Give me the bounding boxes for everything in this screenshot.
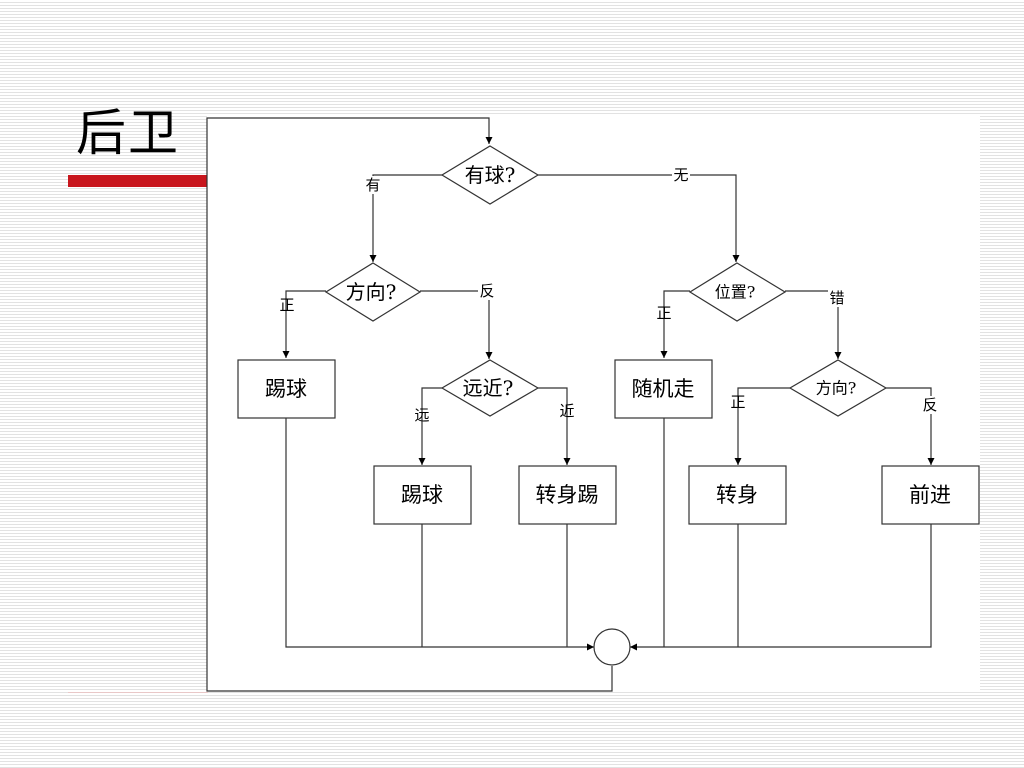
process-turn-kick: [518, 465, 617, 525]
flow-nodes: [237, 145, 980, 525]
label-advance: 前进: [909, 483, 951, 507]
edge-none-to-position: [538, 174, 740, 262]
merge-junction: [593, 628, 631, 666]
edge-kick1-to-junction: [285, 418, 594, 651]
edge-pos-correct-to-random: [660, 290, 690, 358]
edge-label-far: 远: [414, 406, 429, 424]
slide-title: 后卫: [76, 104, 180, 162]
process-random-walk: [614, 359, 713, 419]
edge-near-to-turn-kick: [538, 387, 571, 465]
process-turn: [688, 465, 787, 525]
label-position: 位置?: [715, 283, 756, 302]
label-direction-1: 方向?: [346, 280, 397, 304]
edge-label-pos-correct: 正: [656, 304, 671, 322]
edge-label-dir1-reverse: 反: [479, 282, 494, 300]
edge-dir2-reverse-to-advance: [886, 387, 935, 465]
label-direction-2: 方向?: [816, 379, 857, 398]
edge-label-dir2-reverse: 反: [922, 396, 937, 414]
edge-label-backgrounds: [364, 166, 939, 414]
label-has-ball: 有球?: [465, 163, 516, 187]
edge-label-none: 无: [673, 166, 688, 184]
label-turn: 转身: [716, 483, 758, 507]
edge-label-has: 有: [365, 176, 380, 194]
label-kick-1: 踢球: [265, 377, 307, 401]
label-kick-2: 踢球: [401, 483, 443, 507]
edge-far-to-kick: [418, 387, 442, 465]
edge-loop-to-start: [206, 117, 613, 692]
edge-label-dir2-forward: 正: [730, 393, 745, 411]
decision-position: [688, 262, 787, 322]
decision-direction-1: [324, 262, 422, 322]
process-kick-1: [237, 359, 336, 419]
label-turn-kick: 转身踢: [536, 483, 599, 507]
decision-direction-2: [788, 359, 888, 417]
edge-advance-to-junction: [630, 524, 932, 651]
edge-dir1-forward-to-kick: [282, 290, 326, 358]
edge-label-near: 近: [559, 402, 574, 420]
label-distance: 远近?: [463, 376, 514, 400]
decision-has-ball: [440, 145, 540, 205]
bottom-divider-line: [68, 692, 208, 693]
edge-dir2-forward-to-turn: [734, 387, 790, 465]
edge-label-dir1-forward: 正: [279, 296, 294, 314]
process-kick-2: [373, 465, 472, 525]
process-advance: [881, 465, 980, 525]
title-underline-bar: [68, 175, 208, 187]
decision-distance: [440, 359, 540, 417]
label-random-walk: 随机走: [632, 377, 695, 401]
edge-has-to-direction: [369, 174, 442, 262]
edge-label-pos-wrong: 错: [829, 289, 844, 307]
